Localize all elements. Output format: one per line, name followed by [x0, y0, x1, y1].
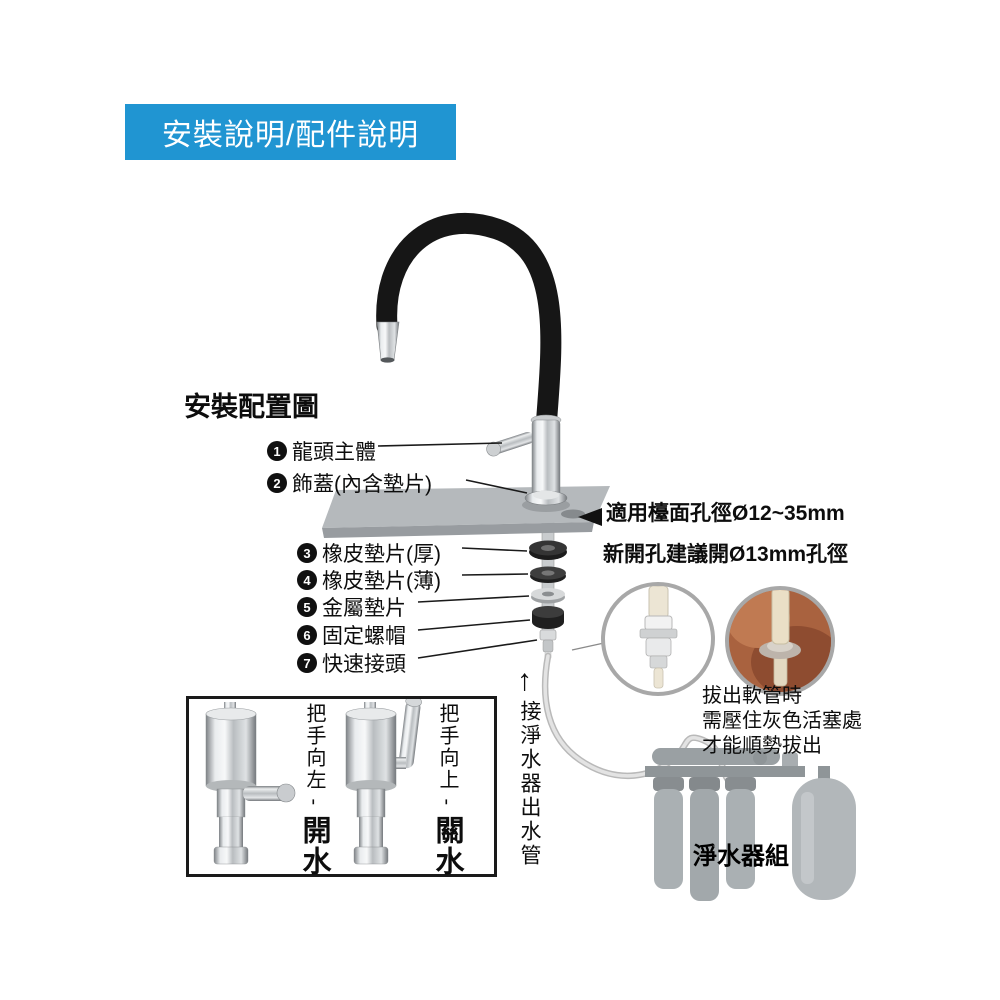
magnifier-right-circle [725, 586, 835, 696]
handle-up-action: 關水 [431, 815, 463, 878]
part-row-2: 2 飾蓋(內含墊片) [267, 468, 432, 498]
counter-hole-note: 適用檯面孔徑Ø12~35mm [606, 502, 845, 525]
part-row-5: 5 金屬墊片 [297, 592, 406, 622]
leader-lines [377, 442, 605, 659]
mounting-parts-stack [529, 519, 567, 659]
part-label: 飾蓋(內含墊片) [292, 473, 432, 496]
handle-position-right-illustration [345, 696, 422, 865]
handle-position-left-illustration [205, 702, 296, 865]
diagram-title: 安裝配置圖 [184, 392, 319, 422]
part-number-badge: 7 [297, 653, 317, 673]
part-number-badge: 3 [297, 543, 317, 563]
handle-left-action: 開水 [298, 815, 330, 878]
part-row-7: 7 快速接頭 [297, 648, 406, 678]
up-arrow-icon: ↑ [517, 664, 532, 697]
part-row-6: 6 固定螺帽 [297, 620, 406, 650]
pull-hose-note-line: 才能順勢拔出 [702, 735, 822, 757]
part-number-badge: 5 [297, 597, 317, 617]
hole-arrow [578, 508, 602, 526]
part-number-badge: 2 [267, 473, 287, 493]
purifier-illustration [645, 748, 856, 901]
new-hole-note: 新開孔建議開Ø13mm孔徑 [603, 543, 849, 566]
handle-instruction-box [186, 696, 497, 877]
part-label: 快速接頭 [322, 653, 406, 676]
part-label: 橡皮墊片(厚) [322, 543, 441, 566]
pull-hose-note: 拔出軟管時 需壓住灰色活塞處 才能順勢拔出 [702, 684, 862, 759]
part-row-1: 1 龍頭主體 [267, 436, 376, 466]
part-label: 龍頭主體 [292, 441, 376, 464]
part-label: 金屬墊片 [322, 597, 406, 620]
part-row-3: 3 橡皮墊片(厚) [297, 538, 441, 568]
part-label: 橡皮墊片(薄) [322, 570, 441, 593]
faucet-illustration [376, 213, 568, 506]
magnifier-left-circle [601, 582, 715, 696]
pull-hose-note-line: 需壓住灰色活塞處 [702, 710, 862, 732]
part-row-4: 4 橡皮墊片(薄) [297, 565, 441, 595]
handle-up-label: 把手向上 - 關水 [426, 703, 468, 877]
part-number-badge: 4 [297, 570, 317, 590]
part-number-badge: 6 [297, 625, 317, 645]
page-title: 安裝說明/配件說明 [161, 119, 420, 152]
handle-up-direction: 把手向上 - [436, 703, 458, 808]
purifier-label: 淨水器組 [693, 843, 789, 870]
page-title-banner: 安裝說明/配件說明 [125, 104, 456, 160]
part-label: 固定螺帽 [322, 625, 406, 648]
handle-left-direction: 把手向左 - [303, 703, 325, 808]
part-number-badge: 1 [267, 441, 287, 461]
outlet-pipe-label: 接淨水器出水管 [518, 700, 541, 868]
handle-left-label: 把手向左 - 開水 [293, 703, 335, 877]
pull-hose-note-line: 拔出軟管時 [702, 685, 802, 707]
